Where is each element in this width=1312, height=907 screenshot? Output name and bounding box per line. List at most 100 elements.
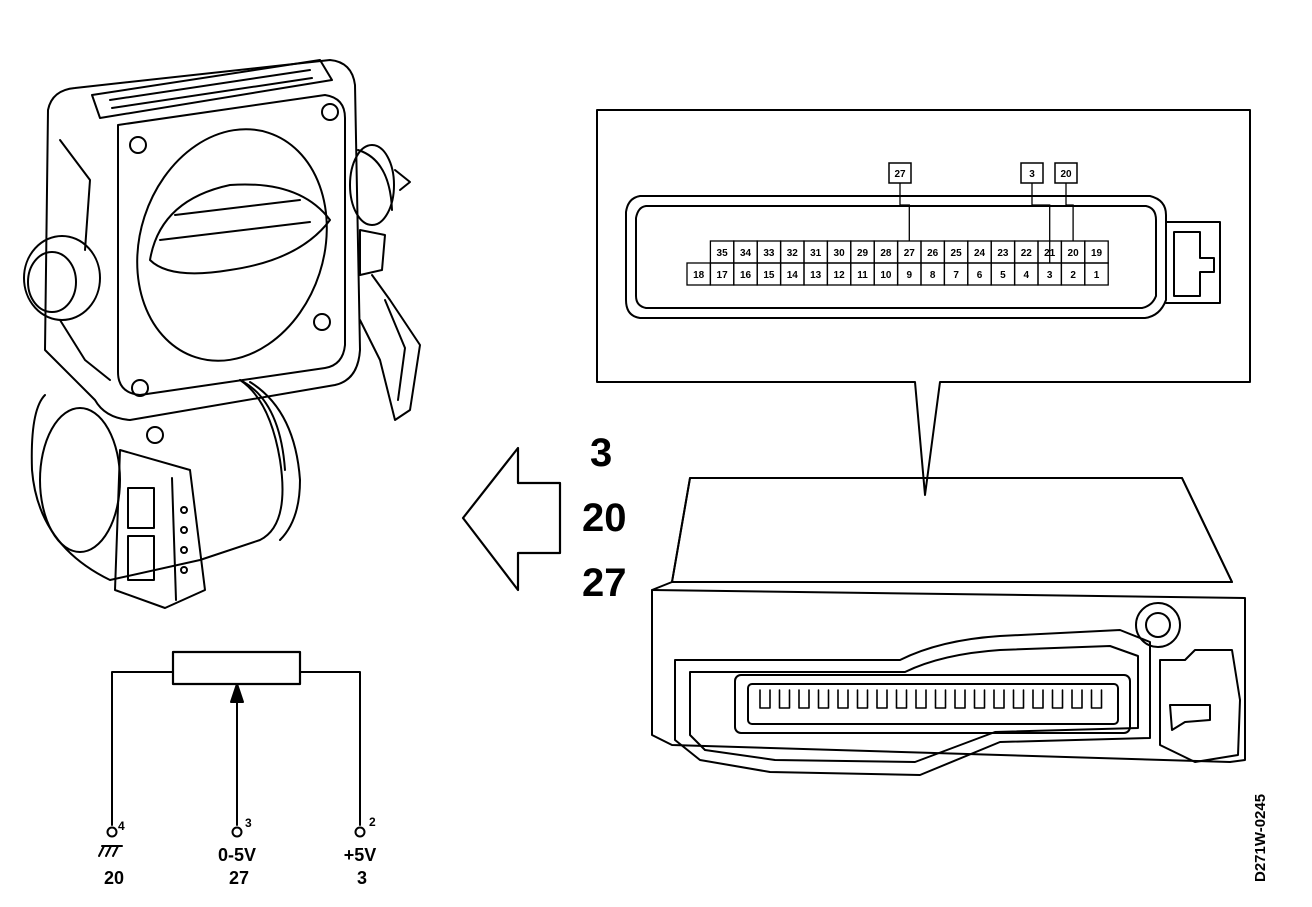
reference-code: D271W-0245	[1252, 793, 1269, 882]
connector-pin-label: 10	[880, 270, 892, 281]
connector-pin-label: 33	[763, 248, 775, 259]
ecu-socket-pin	[895, 689, 908, 709]
ecu-socket-pin	[1032, 689, 1044, 709]
throttle-body-illustration	[23, 59, 421, 609]
connector-pin-24: 24	[967, 240, 992, 264]
callout-label: 3	[1029, 169, 1035, 180]
ecu-socket-pin	[1012, 689, 1025, 709]
connector-pin-label: 11	[857, 270, 868, 281]
connector-pin-4: 4	[1013, 262, 1039, 286]
connector-pin-14: 14	[779, 262, 805, 286]
ecu-socket-pin	[915, 689, 927, 709]
ecu-socket-pin	[973, 689, 986, 709]
ecu-socket-pin	[954, 689, 966, 709]
connector-pin-19: 19	[1084, 240, 1109, 264]
connector-pin-20: 20	[1060, 240, 1086, 264]
connector-pin-label: 28	[880, 248, 892, 259]
connector-pin-label: 23	[997, 248, 1009, 259]
connector-pin-18: 18	[686, 262, 712, 286]
connector-pin-30: 30	[826, 240, 852, 264]
connector-pin-10: 10	[873, 262, 899, 286]
connector-pin-1: 1	[1084, 262, 1109, 286]
ecu-socket-pins	[759, 689, 1103, 709]
ground-icon	[98, 845, 123, 857]
connector-pin-8: 8	[920, 262, 946, 286]
connector-pin-label: 5	[1000, 270, 1006, 281]
connector-pin-label: 1	[1094, 270, 1100, 281]
ecu-pin-label-27: 27	[228, 868, 250, 888]
ecu-pin-label-3: 3	[356, 868, 367, 888]
connector-pin-label: 19	[1091, 248, 1103, 259]
connector-pin-label: 16	[740, 270, 752, 281]
connector-pin-label: 24	[974, 248, 986, 259]
connector-pin-35: 35	[709, 240, 735, 264]
ecu-socket-pin	[1051, 689, 1064, 709]
pin-number-2: 2	[369, 815, 376, 829]
connector-pin-9: 9	[896, 262, 922, 286]
ecu-socket-pin	[759, 689, 771, 709]
ecu-socket-pin	[1071, 689, 1083, 709]
connector-pin-25: 25	[943, 240, 969, 264]
connector-pin-label: 6	[977, 270, 983, 281]
connector-pin-label: 29	[857, 248, 869, 259]
connector-pin-label: 22	[1021, 248, 1033, 259]
potentiometer-schematic	[98, 650, 366, 857]
callout-pin-3: 3	[1020, 162, 1051, 263]
arrow-label-1: 3	[590, 431, 613, 475]
connector-pin-5: 5	[990, 262, 1016, 286]
connector-pin-7: 7	[943, 262, 969, 286]
connector-pin-28: 28	[873, 240, 899, 264]
ecu-socket-pin	[798, 689, 810, 709]
connector-pin-11: 11	[850, 262, 875, 286]
resistor-symbol	[171, 650, 302, 686]
connector-pin-label: 25	[951, 248, 963, 259]
connector-detail-box	[596, 109, 1251, 496]
ecu-socket-pin	[876, 689, 888, 709]
connector-pin-label: 15	[763, 270, 775, 281]
connector-pin-label: 7	[953, 270, 959, 281]
ecu-socket-pin	[1090, 689, 1103, 709]
callout-pin-27: 27	[888, 162, 912, 241]
connector-pin-6: 6	[967, 262, 992, 286]
signal-label-0-5v: 0-5V	[217, 845, 257, 865]
connector-pin-16: 16	[733, 262, 758, 286]
ecu-pin-label-20: 20	[103, 868, 125, 888]
ecu-socket-pin	[817, 689, 830, 709]
connector-pin-label: 27	[904, 248, 916, 259]
connector-callouts: 27 3 20	[888, 162, 1078, 263]
connector-pin-31: 31	[803, 240, 829, 264]
callout-label: 27	[894, 169, 906, 180]
connector-pin-12: 12	[826, 262, 852, 286]
connector-pin-33: 33	[756, 240, 782, 264]
pin-number-4: 4	[118, 819, 125, 833]
ecu-socket-pin	[837, 689, 849, 709]
connector-pin-label: 17	[717, 270, 729, 281]
connector-pin-label: 3	[1047, 270, 1053, 281]
connector-pin-label: 8	[930, 270, 936, 281]
connector-pin-2: 2	[1060, 262, 1086, 286]
connector-pin-15: 15	[756, 262, 782, 286]
connector-pin-22: 22	[1013, 240, 1039, 264]
callout-pin-20: 20	[1054, 162, 1078, 241]
connector-pin-label: 32	[787, 248, 799, 259]
connector-pin-34: 34	[733, 240, 758, 264]
connector-pin-label: 26	[927, 248, 939, 259]
arrow-label-2: 20	[582, 496, 627, 540]
signal-label-5v: +5V	[343, 845, 377, 865]
connector-pin-27: 27	[896, 240, 922, 264]
connector-pin-label: 18	[693, 270, 705, 281]
ecu-socket-pin	[778, 689, 791, 709]
connector-pin-17: 17	[709, 262, 735, 286]
signal-direction-arrow	[461, 446, 562, 592]
connector-pin-23: 23	[990, 240, 1016, 264]
connector-pin-label: 14	[787, 270, 799, 281]
connector-pin-26: 26	[920, 240, 946, 264]
connector-pin-label: 20	[1068, 248, 1080, 259]
pin-number-3: 3	[245, 816, 252, 830]
callout-label: 20	[1060, 169, 1072, 180]
ecu-socket-pin	[934, 689, 947, 709]
connector-pin-label: 13	[810, 270, 822, 281]
